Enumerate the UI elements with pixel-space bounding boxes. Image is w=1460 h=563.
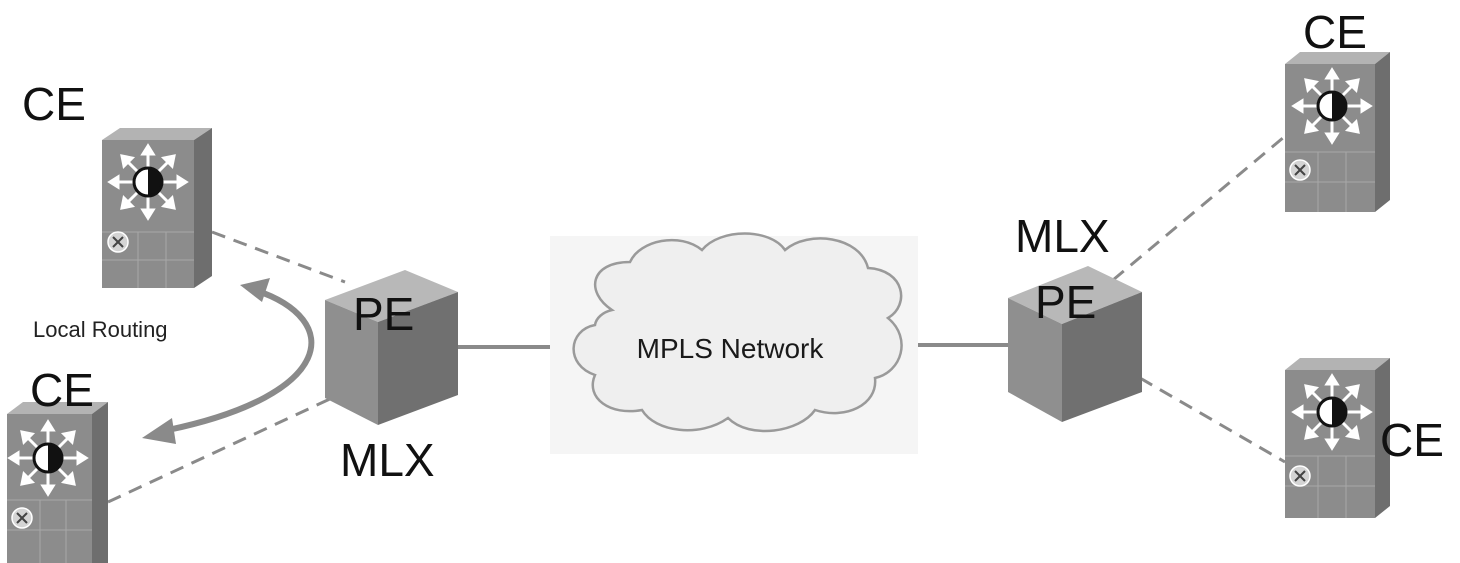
cube-icon-pe-right: PE bbox=[1008, 266, 1142, 422]
router-icon bbox=[1292, 374, 1372, 450]
ce-device-bottom-left bbox=[7, 402, 108, 563]
local-routing-label: Local Routing bbox=[33, 317, 168, 342]
link-pe-right-ce-top-right bbox=[1112, 130, 1291, 282]
mlx-right-label: MLX bbox=[1015, 210, 1110, 262]
fan-icon bbox=[11, 507, 33, 529]
links bbox=[107, 130, 1291, 504]
ce-device-top-right bbox=[1285, 52, 1390, 212]
curved-arrow-icon bbox=[142, 278, 315, 444]
fan-icon bbox=[1289, 159, 1311, 181]
router-icon bbox=[108, 144, 188, 220]
fan-icon bbox=[1289, 465, 1311, 487]
router-icon bbox=[1292, 68, 1372, 144]
cloud-label: MPLS Network bbox=[637, 333, 825, 364]
pe-right-label: PE bbox=[1035, 276, 1096, 328]
ce-device-bottom-right bbox=[1285, 358, 1390, 518]
pe-left-label: PE bbox=[353, 288, 414, 340]
ce-top-left-label: CE bbox=[22, 78, 86, 130]
cube-icon-pe-left: PE bbox=[325, 270, 458, 425]
link-pe-right-ce-bottom-right bbox=[1139, 376, 1286, 464]
link-ce-bottom-left-pe bbox=[107, 390, 346, 504]
link-ce-top-left-pe bbox=[211, 230, 346, 284]
ce-device-top-left bbox=[102, 128, 212, 288]
fan-icon bbox=[107, 231, 129, 253]
cloud-icon: MPLS Network bbox=[550, 232, 918, 454]
ce-top-right-label: CE bbox=[1303, 6, 1367, 58]
ce-bottom-right-label: CE bbox=[1380, 414, 1444, 466]
ce-bottom-left-label: CE bbox=[30, 364, 94, 416]
router-icon bbox=[8, 420, 88, 496]
mlx-left-label: MLX bbox=[340, 434, 435, 486]
